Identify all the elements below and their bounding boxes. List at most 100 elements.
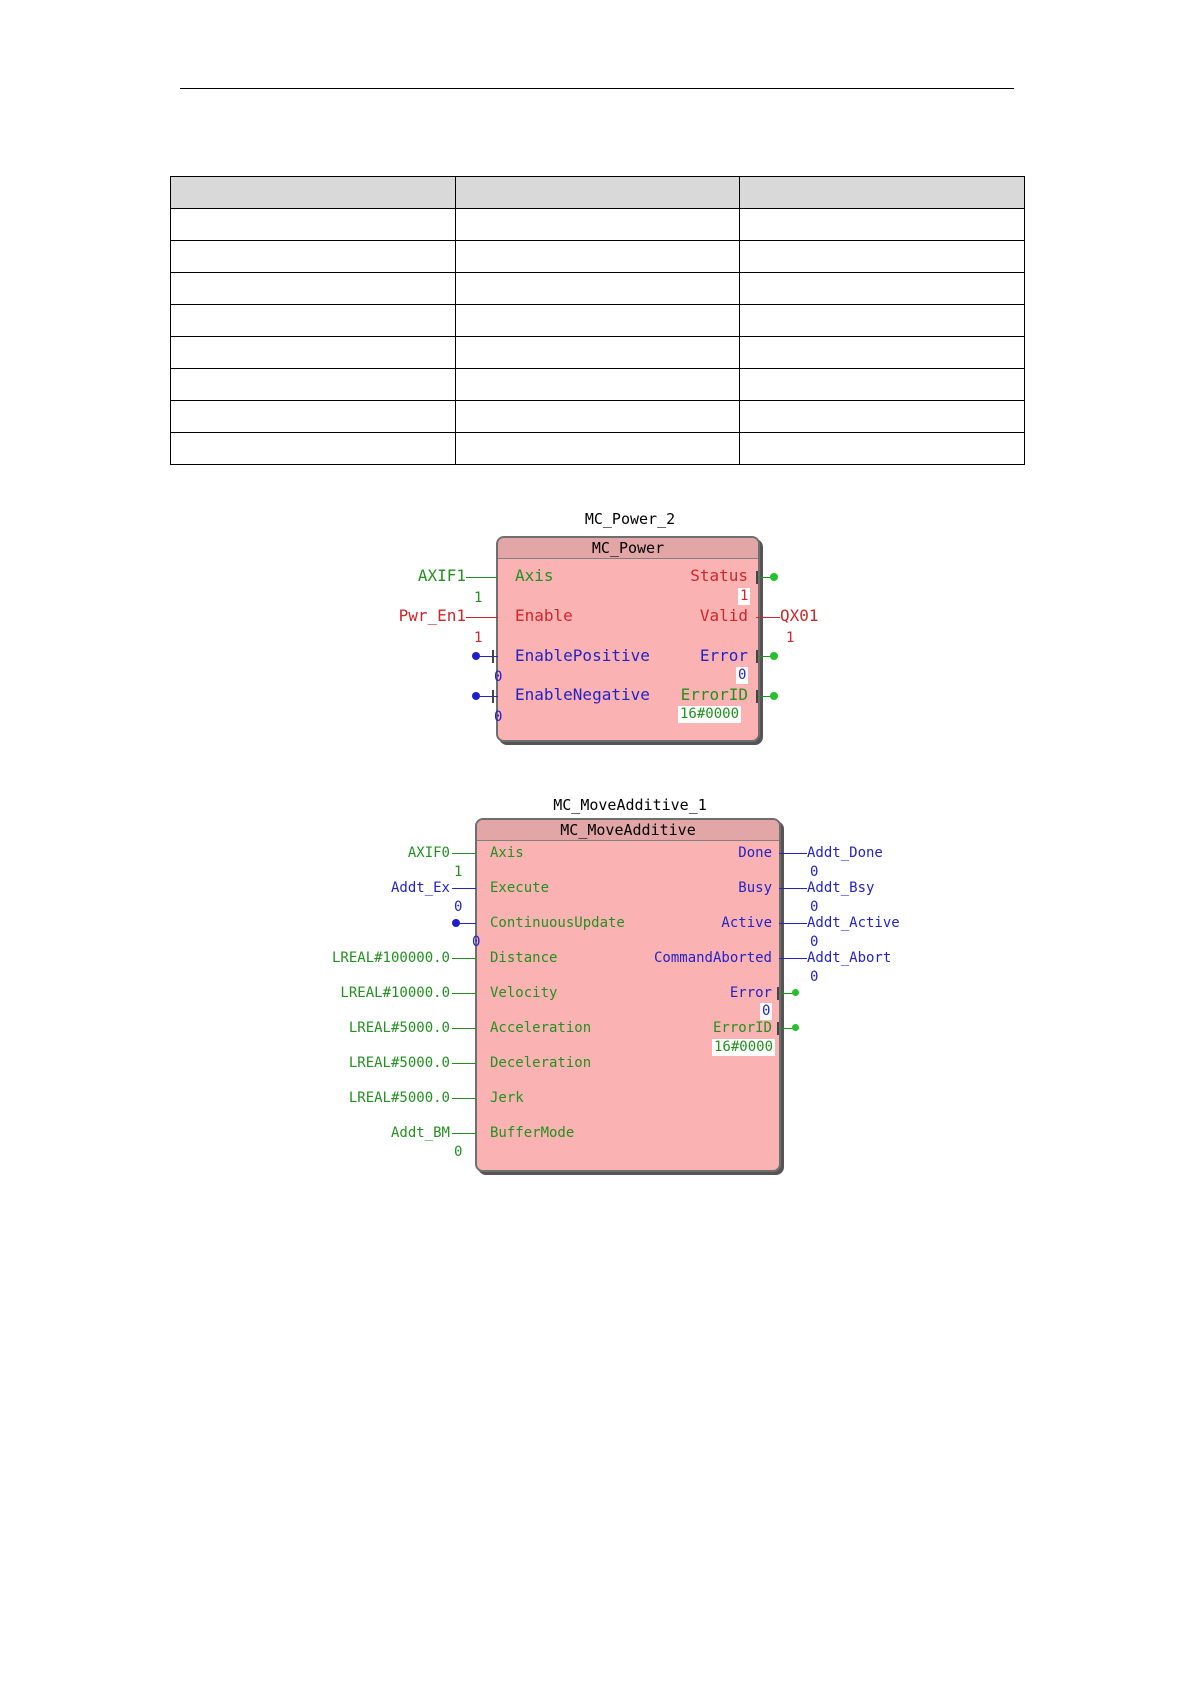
fb2-velocity-pin: Velocity — [490, 985, 558, 1001]
fb1-error-id-value: 16#0000 — [678, 706, 742, 723]
fb1-instance-name: MC_Power_2 — [584, 510, 676, 528]
fb1-enable-pin: Enable — [515, 606, 573, 625]
fb2-jerk-wire — [452, 1098, 476, 1099]
fb2-error-connector[interactable] — [792, 989, 799, 996]
fb1-enable-negative-pin: EnableNegative — [515, 685, 650, 704]
table-cell — [454, 272, 741, 305]
fb1-enable-negative-negation — [492, 690, 494, 703]
fb1-error-negation — [756, 650, 758, 663]
fb1-status-connector[interactable] — [770, 573, 778, 581]
fb2-distance-wire — [452, 958, 476, 959]
table-cell — [454, 368, 741, 401]
fb2-active-pin: Active — [721, 915, 772, 931]
fb2-distance-var: LREAL#100000.0 — [331, 950, 450, 966]
fb2-error-negation — [777, 987, 779, 1000]
table-cell — [170, 432, 456, 465]
fb1-type-name: MC_Power — [498, 538, 758, 559]
fb1-axis-wire — [466, 577, 498, 578]
fb2-acceleration-pin: Acceleration — [490, 1020, 592, 1036]
fb1-status-negation — [756, 571, 758, 584]
table-cell — [739, 368, 1025, 401]
fb1-enable-negative-wire — [478, 696, 498, 697]
fb2-block[interactable]: MC_MoveAdditive — [475, 818, 781, 1172]
table-cell — [454, 240, 741, 273]
fb1-error-id-pin: ErrorID — [680, 685, 748, 704]
fb2-axis-pin: Axis — [490, 845, 524, 861]
fb2-busy-wire — [779, 888, 807, 889]
fb1-error-value: 0 — [736, 667, 749, 684]
table-cell — [739, 400, 1025, 433]
fb2-acceleration-var: LREAL#5000.0 — [348, 1020, 450, 1036]
fb2-error-pin: Error — [729, 985, 772, 1001]
fb2-velocity-var: LREAL#10000.0 — [340, 985, 450, 1001]
table-cell — [739, 272, 1025, 305]
fb1-status-wire — [758, 577, 772, 578]
table-cell — [454, 304, 741, 337]
fb1-error-wire — [758, 656, 772, 657]
fb2-deceleration-pin: Deceleration — [490, 1055, 592, 1071]
fb1-error-id-connector[interactable] — [770, 692, 778, 700]
table-cell — [739, 208, 1025, 241]
fb1-enable-positive-connector[interactable] — [472, 652, 480, 660]
fb1-error-connector[interactable] — [770, 652, 778, 660]
fb2-command-aborted-pin: CommandAborted — [653, 950, 772, 966]
table-row — [170, 432, 1025, 465]
fb2-continuous-update-value: 0 — [472, 934, 481, 950]
fb2-active-var: Addt_Active — [807, 915, 900, 931]
table-cell — [739, 336, 1025, 369]
fb2-done-pin: Done — [738, 845, 772, 861]
table-cell — [170, 336, 456, 369]
fb2-command-aborted-value: 0 — [810, 969, 819, 985]
fb1-enable-wire — [466, 617, 498, 618]
fb2-command-aborted-wire — [779, 958, 807, 959]
table-header-row — [170, 176, 1025, 209]
fb1-valid-wire — [756, 617, 780, 618]
fb1-enable-var: Pwr_En1 — [398, 606, 466, 625]
fb1-error-pin: Error — [699, 646, 748, 665]
table-row — [170, 272, 1025, 305]
table-cell — [739, 432, 1025, 465]
fb1-enable-negative-value: 0 — [494, 709, 503, 725]
table-row — [170, 368, 1025, 401]
table-cell — [454, 336, 741, 369]
fb1-enable-negative-connector[interactable] — [472, 692, 480, 700]
table-row — [170, 336, 1025, 369]
fb2-active-wire — [779, 923, 807, 924]
fb2-error-id-connector[interactable] — [792, 1024, 799, 1031]
fb2-execute-value: 0 — [454, 899, 463, 915]
fb2-axis-var: AXIF0 — [407, 845, 450, 861]
fb1-status-value: 1 — [738, 588, 751, 605]
fb2-axis-wire — [452, 853, 476, 854]
fb2-execute-wire — [452, 888, 476, 889]
fb2-error-value: 0 — [760, 1003, 773, 1020]
table-header-cell — [170, 176, 456, 209]
table-cell — [454, 208, 741, 241]
fb2-deceleration-wire — [452, 1063, 476, 1064]
fb1-enable-positive-wire — [478, 656, 498, 657]
fb2-continuous-update-connector[interactable] — [452, 919, 460, 927]
fb2-error-wire — [779, 993, 793, 994]
table-row — [170, 240, 1025, 273]
fb1-enable-positive-negation — [492, 650, 494, 663]
fb2-velocity-wire — [452, 993, 476, 994]
fb1-error-id-negation — [756, 690, 758, 703]
table-cell — [170, 208, 456, 241]
fb1-valid-pin: Valid — [699, 606, 748, 625]
fb2-acceleration-wire — [452, 1028, 476, 1029]
fb2-distance-pin: Distance — [490, 950, 558, 966]
fb2-type-name: MC_MoveAdditive — [477, 820, 779, 841]
fb2-instance-name: MC_MoveAdditive_1 — [553, 796, 707, 814]
fb2-command-aborted-var: Addt_Abort — [807, 950, 892, 966]
table-cell — [170, 368, 456, 401]
fb1-status-pin: Status — [690, 566, 748, 585]
fb2-done-wire — [779, 853, 807, 854]
fb2-busy-var: Addt_Bsy — [807, 880, 875, 896]
fb2-deceleration-var: LREAL#5000.0 — [348, 1055, 450, 1071]
fb1-axis-pin: Axis — [515, 566, 554, 585]
fb1-valid-value: 1 — [786, 630, 795, 646]
fb2-done-value: 0 — [810, 864, 819, 880]
fb1-block[interactable]: MC_Power — [496, 536, 760, 742]
fb2-buffer-mode-value: 0 — [454, 1144, 463, 1160]
table-header-cell — [454, 176, 741, 209]
fb2-buffer-mode-pin: BufferMode — [490, 1125, 575, 1141]
